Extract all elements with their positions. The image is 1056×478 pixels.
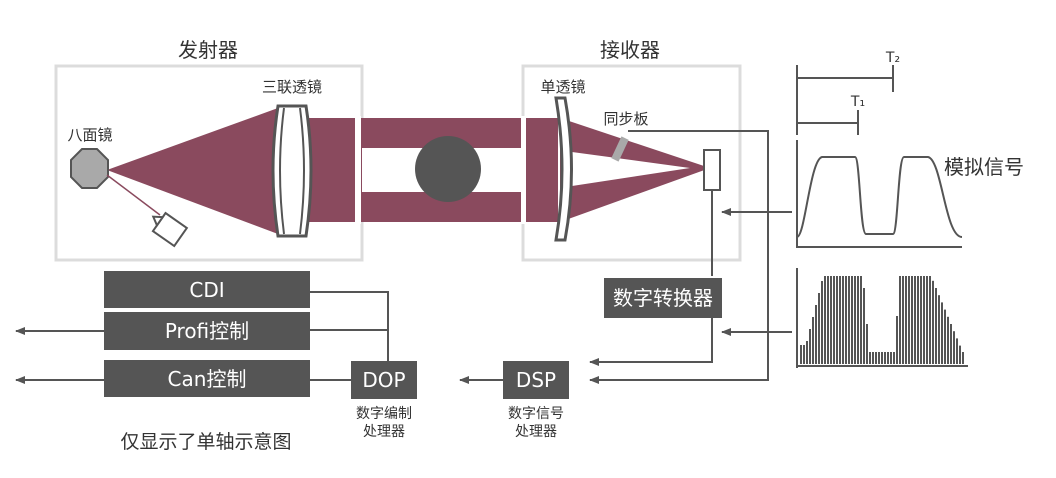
digital-bar bbox=[860, 276, 862, 364]
beam-fan-transmitter bbox=[107, 108, 278, 234]
digital-bar bbox=[959, 345, 961, 364]
digital-bar bbox=[917, 276, 919, 364]
digital-bar bbox=[872, 352, 874, 364]
digital-bar bbox=[905, 276, 907, 364]
timing-markers bbox=[796, 65, 894, 135]
digital-bar bbox=[947, 316, 949, 364]
single-lens-label: 单透镜 bbox=[540, 78, 585, 96]
digital-bar bbox=[956, 338, 958, 364]
cdi-label: CDI bbox=[189, 278, 224, 302]
measured-object bbox=[415, 136, 481, 202]
digital-bar bbox=[932, 280, 934, 364]
digital-bar bbox=[818, 293, 820, 364]
digital-bar bbox=[803, 345, 805, 364]
single-lens-icon bbox=[554, 96, 573, 242]
detector-icon bbox=[703, 149, 721, 191]
digital-bar bbox=[908, 276, 910, 364]
analog-waveform bbox=[796, 140, 963, 248]
digital-bar bbox=[800, 345, 802, 364]
converter-block bbox=[604, 278, 722, 318]
digital-bar bbox=[902, 276, 904, 364]
digital-bar bbox=[845, 276, 847, 364]
converter-to-dsp-wire bbox=[589, 318, 713, 366]
digital-bar bbox=[899, 276, 901, 364]
digital-bar bbox=[815, 305, 817, 364]
digital-bar bbox=[833, 276, 835, 364]
polygon-mirror-label: 八面镜 bbox=[67, 126, 112, 144]
laser-path bbox=[106, 174, 161, 216]
digital-bar bbox=[914, 276, 916, 364]
digital-bar bbox=[848, 276, 850, 364]
digital-bar bbox=[830, 276, 832, 364]
can-block bbox=[104, 360, 310, 397]
digital-waveform bbox=[796, 268, 968, 368]
dop-label: DOP bbox=[362, 368, 405, 392]
dop-caption-line2: 处理器 bbox=[363, 424, 405, 440]
digital-bar bbox=[896, 316, 898, 364]
digital-bar bbox=[950, 324, 952, 364]
digital-bar bbox=[911, 276, 913, 364]
dop-block bbox=[351, 361, 417, 399]
dop-caption-line1: 数字编制 bbox=[356, 406, 412, 422]
digital-bar bbox=[941, 302, 943, 364]
sync-wire bbox=[589, 130, 769, 384]
transmitter-title: 发射器 bbox=[178, 38, 238, 62]
digital-bar bbox=[869, 352, 871, 364]
footnote: 仅显示了单轴示意图 bbox=[120, 431, 291, 453]
dsp-caption-line1: 数字信号 bbox=[508, 406, 564, 422]
digital-bar bbox=[863, 288, 865, 364]
digital-bar bbox=[893, 352, 895, 364]
digital-bar bbox=[953, 331, 955, 364]
dsp-label: DSP bbox=[516, 368, 556, 392]
digital-bar bbox=[812, 317, 814, 364]
converter-label: 数字转换器 bbox=[613, 286, 713, 310]
laser-emitter-icon bbox=[151, 211, 189, 248]
digital-bar bbox=[851, 276, 853, 364]
digital-bar bbox=[923, 276, 925, 364]
digital-bar bbox=[821, 281, 823, 364]
dsp-block bbox=[503, 361, 569, 399]
t1-label: T₁ bbox=[850, 94, 865, 110]
digital-bar bbox=[890, 352, 892, 364]
digital-bar bbox=[836, 276, 838, 364]
digital-bar bbox=[809, 329, 811, 364]
triplet-lens-label: 三联透镜 bbox=[262, 78, 322, 96]
analog-signal-label: 模拟信号 bbox=[944, 155, 1024, 179]
digital-bar bbox=[824, 276, 826, 364]
digital-bar bbox=[884, 352, 886, 364]
profi-label: Profi控制 bbox=[165, 319, 249, 343]
digital-bar bbox=[944, 309, 946, 364]
digital-bar bbox=[920, 276, 922, 364]
digital-bar bbox=[839, 276, 841, 364]
can-label: Can控制 bbox=[168, 367, 247, 391]
digital-bar bbox=[857, 276, 859, 364]
digital-bar bbox=[881, 352, 883, 364]
digital-bar bbox=[866, 324, 868, 364]
profi-block bbox=[104, 312, 310, 350]
digital-bar bbox=[806, 341, 808, 364]
digital-bar bbox=[842, 276, 844, 364]
digital-bar bbox=[854, 276, 856, 364]
digital-bar bbox=[962, 352, 964, 364]
digital-bar bbox=[875, 352, 877, 364]
t2-label: T₂ bbox=[885, 50, 900, 66]
digital-bar bbox=[926, 276, 928, 364]
digital-bar bbox=[929, 276, 931, 364]
sync-plate-label: 同步板 bbox=[603, 110, 648, 128]
octagon-mirror-icon bbox=[70, 148, 109, 189]
digital-bar bbox=[887, 352, 889, 364]
dsp-caption-line2: 处理器 bbox=[515, 424, 557, 440]
dop-to-cdi-wire bbox=[310, 291, 389, 362]
receiver-title: 接收器 bbox=[600, 38, 660, 62]
digital-bar bbox=[935, 288, 937, 364]
triplet-lens-icon bbox=[271, 104, 313, 238]
digital-bar bbox=[938, 295, 940, 364]
digital-bar bbox=[878, 352, 880, 364]
cdi-block bbox=[104, 271, 310, 308]
digital-bar bbox=[827, 276, 829, 364]
sync-plate-icon bbox=[611, 136, 629, 162]
